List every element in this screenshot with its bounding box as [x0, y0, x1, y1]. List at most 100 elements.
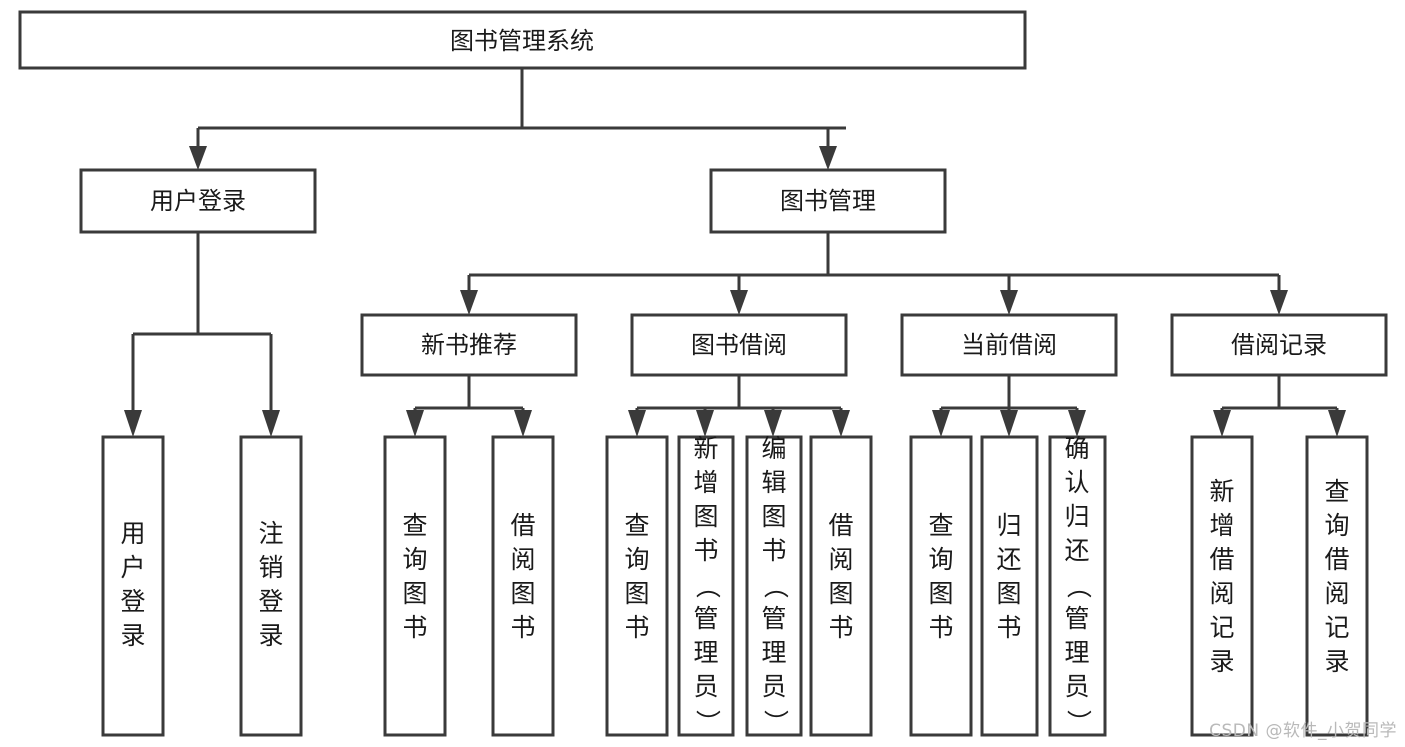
leaf-label-char: 认 [1064, 468, 1089, 497]
node-leaf-user-login-box[interactable] [101, 435, 165, 737]
leaf-label-char: 管 [761, 604, 786, 633]
leaf-label-char: 书 [402, 613, 427, 642]
leaf-label-char: 图 [996, 579, 1021, 608]
node-borrow-record-box[interactable] [1170, 313, 1388, 377]
leaf-label-char: 还 [996, 545, 1021, 574]
connector-root-to-level2 [196, 68, 846, 158]
leaf-label-char: 查 [402, 511, 427, 540]
leaf-label-char: 书 [624, 613, 649, 642]
leaf-label-char: 借 [1324, 545, 1349, 574]
leaf-label-char: 借 [1209, 545, 1234, 574]
leaf-label-char: 理 [1064, 638, 1089, 667]
node-book-manage-label: 图书管理 [780, 187, 876, 215]
leaf-label-char: 询 [1324, 511, 1349, 540]
node-book-borrow-box[interactable] [630, 313, 848, 377]
leaf-label-char: 借 [828, 511, 853, 540]
node-leaf-borrow-book-1-box[interactable] [491, 435, 555, 737]
arrow-head-leaf-query-book-1 [406, 410, 424, 437]
leaf-label-char: 询 [402, 545, 427, 574]
leaf-label-char: 管 [1064, 604, 1089, 633]
node-new-book-recommend[interactable]: 新书推荐 [360, 313, 578, 377]
node-leaf-query-book-3-box[interactable] [909, 435, 973, 737]
node-book-manage-box[interactable] [709, 168, 947, 234]
node-leaf-query-record-box[interactable] [1305, 435, 1369, 737]
node-root-label: 图书管理系统 [450, 27, 594, 55]
leaf-label-char: 书 [510, 613, 535, 642]
node-current-borrow[interactable]: 当前借阅 [900, 313, 1118, 377]
leaf-label-char: 录 [1324, 647, 1349, 676]
arrow-head-leaf-borrow-book-2 [832, 410, 850, 437]
node-leaf-query-book-2-box[interactable] [605, 435, 669, 737]
node-leaf-edit-book-box[interactable] [745, 435, 803, 737]
leaf-label-char: 录 [1209, 647, 1234, 676]
leaf-label-char: 归 [1064, 502, 1089, 531]
leaf-label-char: 记 [1324, 613, 1349, 642]
leaf-label-char: 销 [258, 553, 283, 582]
leaf-label-char: （ [1064, 573, 1093, 598]
leaf-label-char: 图 [624, 579, 649, 608]
leaf-label-char: 图 [761, 502, 786, 531]
leaf-label-char: 员 [761, 672, 786, 701]
node-leaf-return-book-box[interactable] [980, 435, 1039, 737]
node-book-manage[interactable]: 图书管理 [709, 168, 947, 234]
node-borrow-record[interactable]: 借阅记录 [1170, 313, 1388, 377]
node-leaf-borrow-book-2-box[interactable] [809, 435, 873, 737]
csdn-watermark: CSDN @软件_小贺同学 [1209, 721, 1397, 741]
leaf-label-char: 阅 [1209, 579, 1234, 608]
arrow-head-new-book-recommend [460, 290, 478, 315]
node-root-box[interactable] [18, 10, 1027, 70]
leaf-label-char: 查 [928, 511, 953, 540]
node-leaf-user-login[interactable]: 用户登录 [101, 435, 165, 737]
leaf-label-char: 录 [258, 621, 283, 650]
arrow-head-user-login [189, 146, 207, 170]
node-leaf-confirm-return-box[interactable] [1048, 435, 1107, 737]
arrow-head-leaf-user-login [124, 410, 142, 437]
leaf-label-char: ） [761, 709, 790, 734]
arrow-head-leaf-query-book-3 [932, 410, 950, 437]
leaf-label-char: 书 [693, 536, 718, 565]
leaf-label-char: 户 [120, 553, 145, 582]
leaf-label-char: 查 [624, 511, 649, 540]
node-book-borrow[interactable]: 图书借阅 [630, 313, 848, 377]
leaf-label-char: ） [693, 709, 722, 734]
node-leaf-add-record-box[interactable] [1190, 435, 1254, 737]
leaf-label-char: 书 [828, 613, 853, 642]
leaf-label-char: 归 [996, 511, 1021, 540]
node-leaf-query-book-1-box[interactable] [383, 435, 447, 737]
arrow-head-leaf-user-logout [262, 410, 280, 437]
node-leaf-add-book-box[interactable] [677, 435, 735, 737]
node-user-login-box[interactable] [79, 168, 317, 234]
node-root[interactable]: 图书管理系统 [18, 10, 1027, 70]
arrow-head-leaf-query-record [1328, 410, 1346, 437]
leaf-label-char: 记 [1209, 613, 1234, 642]
node-current-borrow-box[interactable] [900, 313, 1118, 377]
node-leaf-user-logout-box[interactable] [239, 435, 303, 737]
arrow-head-leaf-edit-book [764, 410, 782, 437]
node-user-login[interactable]: 用户登录 [79, 168, 317, 234]
node-new-book-recommend-box[interactable] [360, 313, 578, 377]
leaf-label-char: 询 [624, 545, 649, 574]
node-user-login-label: 用户登录 [150, 187, 246, 215]
